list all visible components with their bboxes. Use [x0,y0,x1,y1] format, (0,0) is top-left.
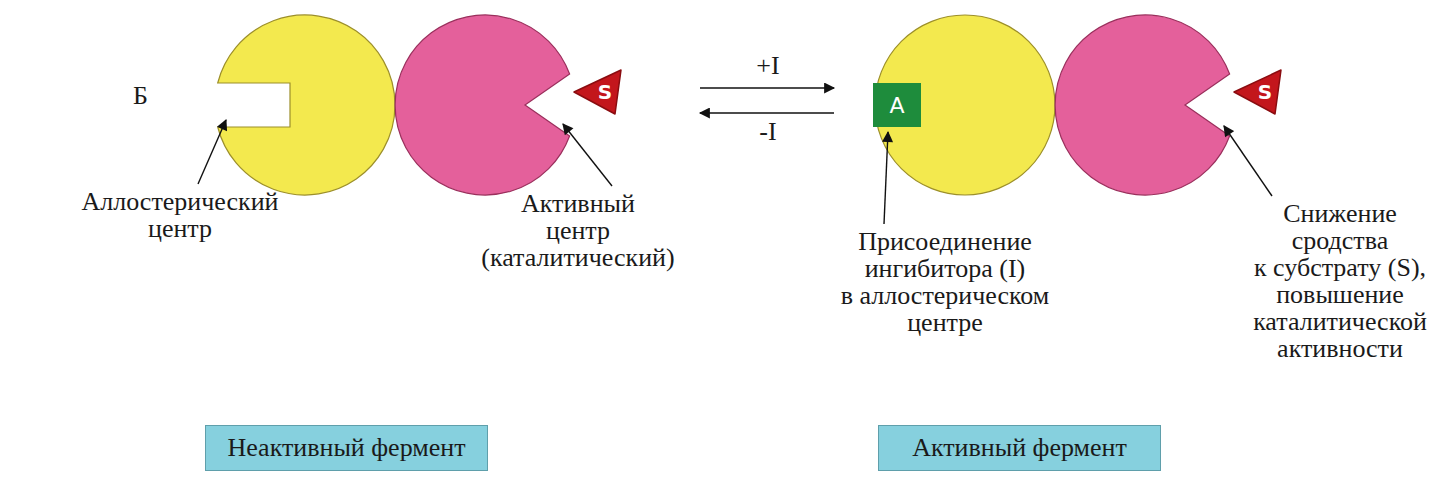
triangle-outline [574,70,621,114]
callout-label: Присоединение ингибитора (I) в аллостери… [841,228,1050,336]
substrate-triangle: S [572,66,624,116]
callout-label: Активный центр (каталитический) [481,190,674,271]
arrow-label: +I [756,52,779,79]
node-text: Активный фермент [912,433,1127,463]
label-line: каталитической [1253,308,1427,335]
label-line: центр [481,217,674,244]
label-line: центре [841,309,1050,336]
state-box: Активный фермент [878,425,1161,471]
label-line: Аллостерический [82,188,279,215]
label-line: Снижение [1253,200,1427,227]
node-text: S [1258,80,1272,104]
state-box: Неактивный фермент [205,425,488,471]
leader-line [1224,126,1272,196]
reverse-arrow [700,112,834,114]
regulatory-subunit [218,15,395,195]
label-line: (каталитический) [481,244,674,271]
label-line: Активный [481,190,674,217]
catalytic-subunit [395,15,569,195]
inhibitor-square: A [873,83,921,127]
callout-label: Снижение сродства к субстрату (S), повыш… [1253,200,1427,362]
label-line: активности [1253,335,1427,362]
arrow-label: -I [759,118,776,145]
label-line: повышение [1253,281,1427,308]
node-text: S [598,80,612,104]
label-line: Б [133,82,148,109]
label-line: к субстрату (S), [1253,254,1427,281]
node-text: Неактивный фермент [227,433,465,463]
label-line: в аллостерическом [841,282,1050,309]
catalytic-subunit [1055,15,1229,195]
callout-label: Аллостерический центр [82,188,279,242]
leader-line [563,124,612,186]
label-line: Присоединение [841,228,1050,255]
leader-line [198,120,226,184]
panel-letter: Б [133,82,148,109]
leader-line [884,132,888,224]
node-text: A [889,93,904,118]
label-line: +I [756,52,779,79]
label-line: ингибитора (I) [841,255,1050,282]
forward-arrow [700,87,834,89]
label-line: -I [759,118,776,145]
label-line: сродства [1253,227,1427,254]
regulatory-subunit [875,15,1055,195]
substrate-triangle: S [1232,66,1284,116]
label-line: центр [82,215,279,242]
triangle-outline [1234,70,1281,114]
